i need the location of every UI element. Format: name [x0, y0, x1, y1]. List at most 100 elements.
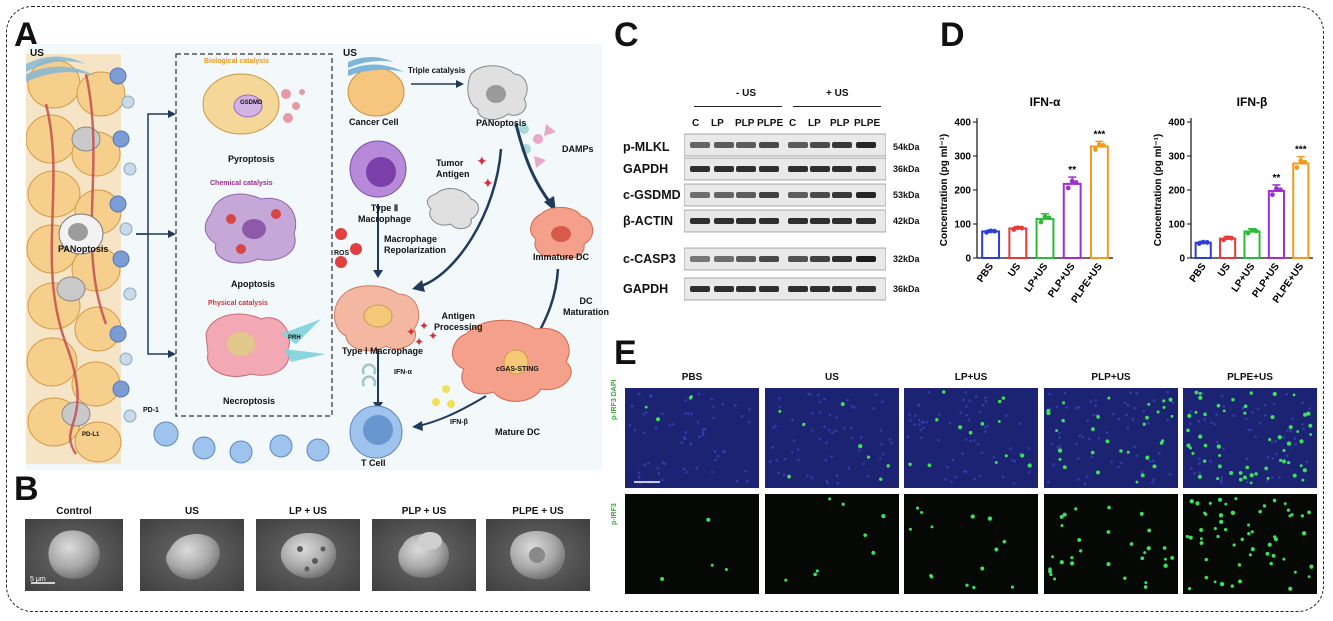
data-point [1069, 178, 1075, 184]
x-tick-label: US [1216, 261, 1233, 279]
dapi-nucleus [1220, 481, 1223, 485]
dapi-nucleus [1076, 457, 1080, 460]
dapi-nucleus [984, 399, 988, 403]
y-tick-label: 100 [954, 220, 971, 231]
dapi-nucleus [1244, 417, 1248, 421]
dapi-nucleus [1083, 482, 1087, 486]
dapi-nucleus [1198, 458, 1201, 461]
dapi-nucleus [824, 458, 828, 462]
pirf3-signal [881, 514, 886, 519]
sem-label-us: US [185, 506, 199, 517]
pirf3-signal [1203, 443, 1208, 448]
dapi-nucleus [661, 461, 665, 464]
dapi-nucleus [695, 467, 698, 470]
wb-band [736, 256, 756, 262]
dapi-nucleus [712, 405, 715, 408]
svg-text:✦: ✦ [428, 329, 438, 343]
data-point [1019, 225, 1025, 231]
dapi-nucleus [1286, 429, 1289, 432]
dapi-nucleus [859, 435, 863, 439]
dapi-nucleus [1188, 422, 1192, 425]
wb-band [714, 218, 734, 224]
cancer-cell [347, 57, 405, 117]
pirf3-signal [1224, 502, 1228, 506]
dapi-nucleus [1075, 442, 1078, 446]
if-column-label: PLPE+US [1227, 372, 1273, 383]
dapi-nucleus [672, 422, 675, 426]
pirf3-signal [1243, 404, 1248, 409]
dapi-nucleus [684, 398, 688, 402]
pirf3-signal [644, 405, 648, 409]
wb-row-kda: 32kDa [893, 254, 920, 264]
pirf3-signal [1234, 497, 1238, 501]
pirf3-signal [1308, 423, 1313, 428]
label-ros: ROS [334, 250, 350, 257]
dapi-nucleus [908, 413, 911, 416]
dapi-nucleus [962, 398, 965, 402]
pirf3-signal [997, 420, 1001, 423]
dapi-nucleus [843, 427, 846, 430]
pirf3-signal [1269, 561, 1273, 566]
wb-band [788, 166, 808, 172]
dapi-nucleus [913, 423, 916, 426]
dapi-nucleus [1088, 437, 1091, 441]
pirf3-signal [1245, 465, 1250, 470]
dapi-nucleus [668, 423, 672, 427]
dapi-nucleus [1058, 436, 1061, 439]
label-immature-dc: Immature DC [533, 252, 590, 262]
dapi-nucleus [1077, 406, 1080, 409]
sem-label-control: Control [56, 506, 92, 517]
dapi-nucleus [733, 404, 737, 407]
dapi-nucleus [685, 470, 688, 474]
pirf3-signal [965, 583, 969, 587]
dapi-nucleus [643, 463, 647, 467]
pirf3-signal [1061, 418, 1065, 423]
wb-band [714, 166, 734, 172]
label-necroptosis: Necroptosis [223, 396, 276, 406]
wb-band [856, 142, 876, 148]
dapi-nucleus [703, 427, 707, 431]
dapi-nucleus [642, 431, 646, 435]
pirf3-signal [1282, 557, 1286, 561]
dapi-nucleus [710, 397, 714, 401]
pirf3-signal [879, 477, 883, 481]
dapi-nucleus [657, 472, 661, 475]
dapi-nucleus [917, 423, 921, 426]
dapi-nucleus [1257, 407, 1260, 411]
sem-scale-label: 5 μm [30, 576, 46, 583]
wb-band [788, 142, 808, 148]
pirf3-signal [1198, 391, 1202, 396]
pirf3-signal [1266, 476, 1270, 480]
label-antigen-processing: Antigen Processing [434, 311, 483, 332]
pirf3-signal [1059, 560, 1064, 565]
wb-band [810, 142, 830, 148]
pirf3-signal [980, 421, 985, 426]
dapi-nucleus [847, 467, 851, 470]
dapi-nucleus [807, 392, 810, 396]
dapi-nucleus [1220, 476, 1224, 479]
data-point [1249, 227, 1255, 233]
dapi-nucleus [1123, 401, 1127, 405]
pirf3-signal [1053, 577, 1057, 581]
dapi-nucleus [1270, 440, 1274, 444]
pirf3-signal [1096, 415, 1101, 419]
dapi-nucleus [1065, 406, 1069, 409]
dapi-nucleus [1197, 419, 1201, 423]
dapi-nucleus [1213, 422, 1217, 426]
dapi-nucleus [825, 479, 829, 483]
wb-row-name: c-CASP3 [623, 252, 676, 266]
wb-band [736, 286, 756, 292]
dapi-nucleus [835, 474, 839, 477]
pirf3-signal [916, 506, 920, 510]
significance-mark: *** [1295, 145, 1307, 156]
dapi-nucleus [1245, 457, 1249, 461]
dapi-nucleus [809, 393, 812, 396]
pirf3-signal [1293, 570, 1297, 574]
label-pyroptosis: Pyroptosis [228, 154, 275, 164]
dapi-nucleus [811, 412, 814, 415]
pirf3-signal [1273, 535, 1277, 539]
dapi-nucleus [1251, 411, 1255, 414]
pirf3-signal [787, 474, 791, 479]
dapi-nucleus [633, 428, 637, 432]
wb-lane-label: LP [808, 118, 821, 129]
